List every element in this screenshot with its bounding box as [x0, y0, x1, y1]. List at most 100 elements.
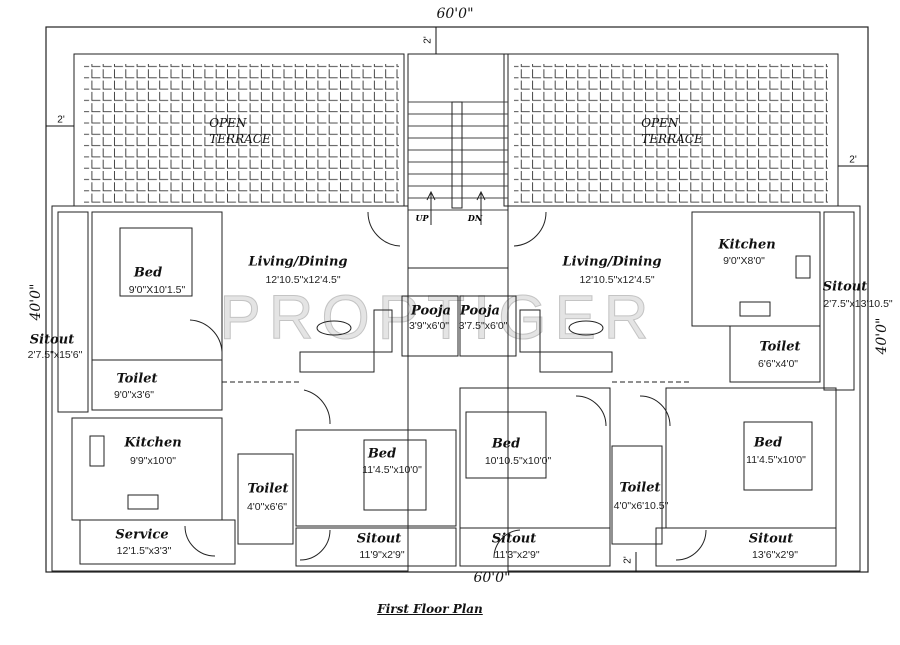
- setback-top: 2': [422, 36, 434, 44]
- room-name-right-toilet2: Toilet: [619, 480, 661, 496]
- staircase: [407, 53, 509, 269]
- bottom-width-dimension: 60'0": [473, 570, 511, 586]
- room-name-left-bed1: Bed: [133, 265, 163, 281]
- door-arc: [513, 211, 547, 247]
- room-size-right-sitout1: 11'3"x2'9": [494, 549, 540, 561]
- left-stove: [127, 494, 159, 510]
- stair-handrail: [451, 101, 463, 209]
- left-sitout-side-wall: [57, 211, 89, 413]
- right-sitout-side-wall: [823, 211, 855, 391]
- room-size-left-bed2: 11'4.5"x10'0": [362, 464, 422, 476]
- room-size-left-sitout-side: 2'7.5"x15'6": [27, 349, 83, 361]
- room-name-right-sitout-side: Sitout: [822, 279, 868, 295]
- room-name-right-pooja: Pooja: [460, 303, 500, 319]
- left-sofa: [299, 309, 393, 373]
- room-size-left-bed1: 9'0"X10'1.5": [128, 284, 186, 296]
- room-size-left-pooja: 3'9"x6'0": [408, 320, 450, 332]
- right-pooja-wall: [459, 295, 517, 357]
- top-width-dimension: 60'0": [436, 6, 474, 22]
- room-size-left-toilet2: 4'0"x6'6": [246, 501, 288, 513]
- right-stove: [739, 301, 771, 317]
- right-toilet1-wall: [729, 325, 821, 383]
- room-name-right-kitchen: Kitchen: [718, 237, 776, 253]
- room-size-left-toilet1: 9'0"x3'6": [113, 389, 155, 401]
- room-size-right-pooja: 3'7.5"x6'0": [458, 320, 508, 332]
- right-depth-dimension: 40'0": [874, 317, 890, 355]
- door-arc: [675, 529, 707, 561]
- drawing-title: First Floor Plan: [377, 602, 483, 616]
- room-name-right-sitout2: Sitout: [748, 531, 794, 547]
- door-arc: [367, 211, 401, 247]
- left-unit-outline: [51, 205, 409, 572]
- left-service-wall: [79, 519, 236, 565]
- terrace-line1: OPEN: [641, 116, 679, 130]
- dimension-lines: [46, 27, 868, 572]
- room-size-left-kitchen: 9'9"x10'0": [130, 455, 176, 467]
- left-table: [316, 320, 352, 336]
- terrace-line2: TERRACE: [209, 132, 271, 146]
- terrace-right-label: OPEN TERRACE: [641, 115, 702, 147]
- terrace-line1: OPEN: [209, 116, 247, 130]
- left-bed2-furniture: [363, 439, 427, 511]
- room-size-right-bed1: 10'10.5"x10'0": [484, 455, 552, 467]
- door-arc: [303, 389, 331, 425]
- room-name-left-sitout-front: Sitout: [356, 531, 402, 547]
- stair-up-label: UP: [415, 213, 429, 223]
- right-toilet2-wall: [611, 445, 663, 545]
- room-size-right-kitchen: 9'0"X8'0": [723, 255, 765, 267]
- room-size-left-sitout-front: 11'9"x2'9": [359, 549, 405, 561]
- room-name-left-living: Living/Dining: [248, 254, 348, 270]
- right-bed1-furniture: [465, 411, 547, 479]
- room-name-right-bed2: Bed: [753, 435, 783, 451]
- left-depth-dimension: 40'0": [28, 283, 44, 321]
- room-name-left-toilet1: Toilet: [116, 371, 158, 387]
- left-sitout-front-wall: [295, 527, 457, 567]
- door-arc: [639, 395, 671, 427]
- left-bed1-furniture: [119, 227, 193, 297]
- right-bed2-furniture: [743, 421, 813, 491]
- plot-boundary: [45, 26, 869, 573]
- room-size-right-toilet2: 4'0"x6'10.5": [613, 500, 669, 512]
- room-name-left-bed2: Bed: [367, 446, 397, 462]
- terrace-right-tiles: [514, 64, 828, 204]
- left-sink: [89, 435, 105, 467]
- setback-right: 2': [849, 154, 857, 166]
- door-arc: [184, 525, 216, 557]
- room-name-right-living: Living/Dining: [562, 254, 662, 270]
- terrace-line2: TERRACE: [641, 132, 703, 146]
- room-name-left-kitchen: Kitchen: [124, 435, 182, 451]
- right-kitchen-wall: [691, 211, 821, 327]
- right-sink: [795, 255, 811, 279]
- room-name-left-toilet2: Toilet: [247, 481, 289, 497]
- room-size-right-living: 12'10.5"x12'4.5": [579, 274, 655, 286]
- up-arrow: [426, 190, 436, 225]
- terrace-left-tiles: [84, 64, 399, 204]
- setback-bottom: 2': [622, 556, 634, 564]
- room-name-left-sitout-side: Sitout: [29, 332, 75, 348]
- room-size-right-toilet1: 6'6"x4'0": [757, 358, 799, 370]
- door-arc: [299, 529, 331, 561]
- down-arrow: [476, 190, 486, 225]
- left-toilet2-wall: [237, 453, 294, 545]
- terrace-left-label: OPEN TERRACE: [209, 115, 270, 147]
- right-table: [568, 320, 604, 336]
- door-arc: [575, 395, 607, 427]
- left-toilet1-wall: [91, 359, 223, 411]
- door-arc: [189, 319, 223, 353]
- left-pooja-wall: [401, 295, 459, 357]
- right-sitout2-wall: [655, 527, 837, 567]
- room-size-right-sitout2: 13'6"x2'9": [752, 549, 798, 561]
- left-kitchen-wall: [71, 417, 223, 521]
- right-sofa: [519, 309, 613, 373]
- stair-down-label: DN: [467, 213, 483, 223]
- room-name-right-bed1: Bed: [491, 436, 521, 452]
- room-name-left-service: Service: [115, 527, 169, 543]
- room-name-left-pooja: Pooja: [411, 303, 451, 319]
- room-size-left-service: 12'1.5"x3'3": [116, 545, 172, 557]
- left-bed2-wall: [295, 429, 457, 527]
- room-name-right-toilet1: Toilet: [759, 339, 801, 355]
- room-size-right-bed2: 11'4.5"x10'0": [746, 454, 806, 466]
- stair-treads: [408, 101, 508, 211]
- room-size-left-living: 12'10.5"x12'4.5": [265, 274, 341, 286]
